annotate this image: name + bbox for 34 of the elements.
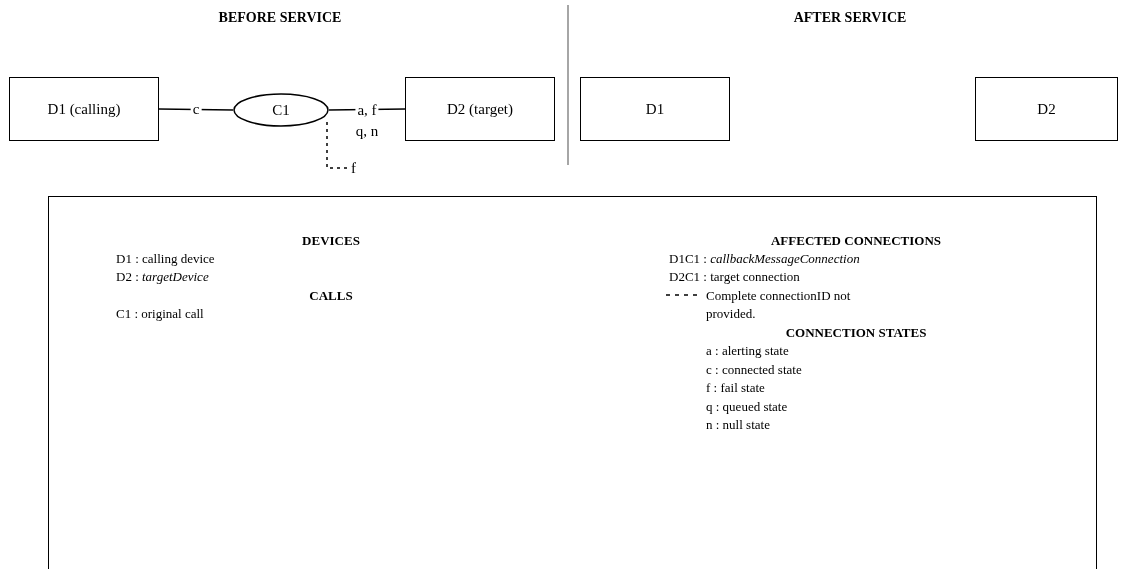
- legend-entry: D1 : calling device: [116, 251, 215, 267]
- legend-entry: D2C1 : target connection: [669, 269, 800, 285]
- section-heading: AFFECTED CONNECTIONS: [770, 233, 942, 249]
- section-title: BEFORE SERVICE: [218, 10, 342, 26]
- call-ellipse: [233, 93, 329, 127]
- node-label: D1: [644, 100, 666, 119]
- edge-label: f: [349, 160, 358, 176]
- section-title: AFTER SERVICE: [793, 10, 907, 26]
- legend-entry: a : alerting state: [706, 343, 789, 359]
- dashed-connector: [326, 121, 348, 169]
- node-label: D1 (calling): [46, 100, 122, 119]
- legend-entry: c : connected state: [706, 362, 802, 378]
- device-box: [975, 77, 1118, 141]
- legend-panel: [48, 196, 1097, 569]
- legend-entry: q : queued state: [706, 399, 788, 415]
- section-heading: CONNECTION STATES: [785, 325, 927, 341]
- device-box: [405, 77, 555, 141]
- legend-entry: C1 : original call: [116, 306, 204, 322]
- device-box: [580, 77, 730, 141]
- legend-entry: D1C1 : callbackMessageConnection: [669, 251, 860, 267]
- legend-text: Complete connectionID not provided.: [706, 287, 852, 323]
- node-label: C1: [271, 101, 291, 120]
- device-box: [9, 77, 159, 141]
- section-heading: CALLS: [309, 288, 353, 304]
- state-label: q, n: [355, 123, 379, 139]
- connector: [328, 108, 406, 111]
- connector: [158, 108, 234, 111]
- node-label: D2: [1036, 100, 1057, 119]
- legend-entry: D2 : targetDevice: [116, 269, 209, 285]
- legend-entry: n : null state: [706, 417, 770, 433]
- node-label: D2 (target): [446, 100, 514, 119]
- edge-label: a, f: [355, 102, 379, 118]
- legend-entry: f : fail state: [706, 380, 765, 396]
- section-heading: DEVICES: [302, 233, 360, 249]
